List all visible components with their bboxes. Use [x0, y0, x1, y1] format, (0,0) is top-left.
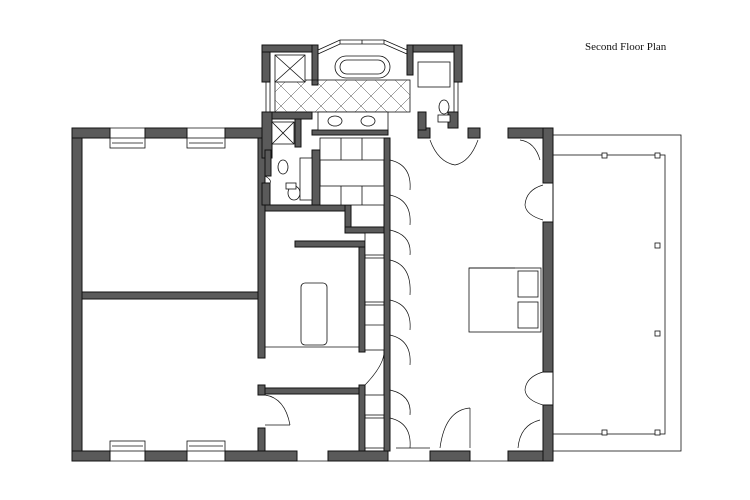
closet-shelving: [319, 137, 385, 449]
exterior-walls: [71, 127, 554, 462]
bath-fixtures: [271, 54, 451, 201]
tile-floor: [274, 79, 411, 113]
closet-island: [300, 282, 328, 346]
bay-window: [265, 39, 459, 112]
windows: [109, 127, 508, 462]
doors: [264, 139, 544, 449]
bath-bay-walls: [261, 44, 463, 206]
bed: [468, 267, 542, 333]
plan-title: Second Floor Plan: [585, 41, 667, 53]
interior-walls: [81, 129, 391, 452]
balcony: [552, 134, 682, 452]
